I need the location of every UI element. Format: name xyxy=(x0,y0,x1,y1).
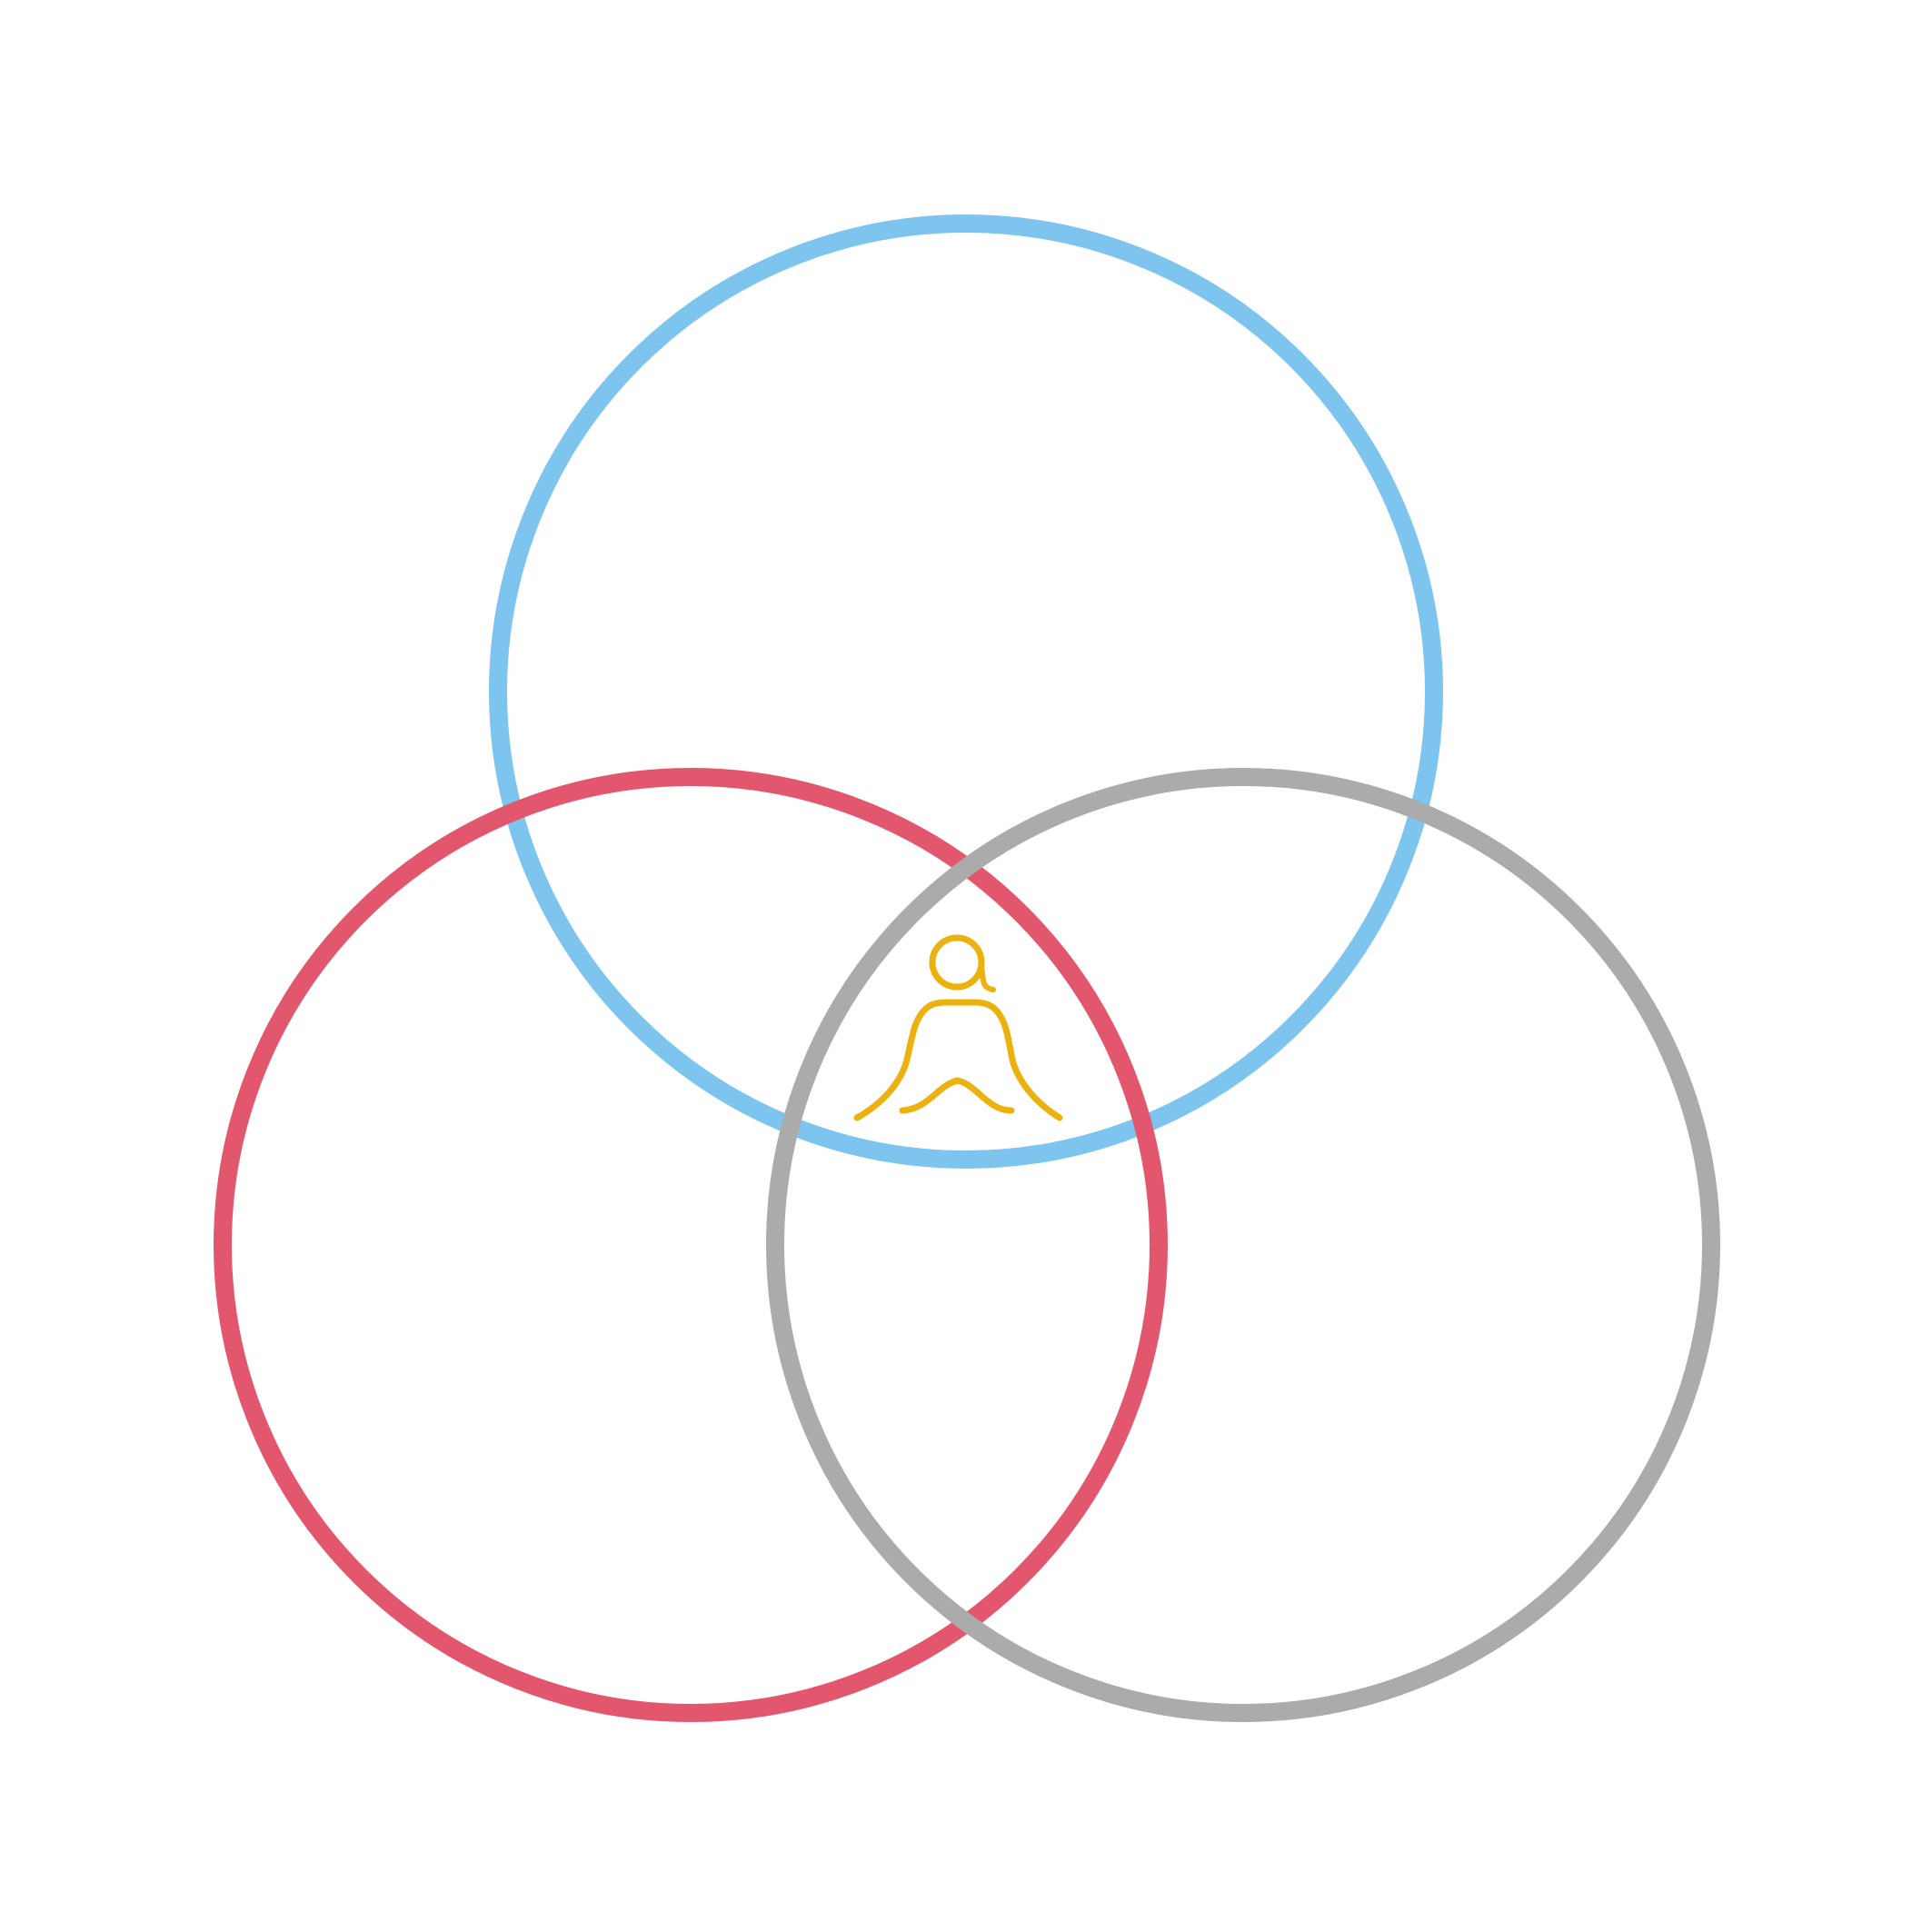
icon-head xyxy=(929,934,985,991)
circle-bottom-left xyxy=(214,768,1168,1722)
circle-top xyxy=(489,214,1443,1169)
circle-bottom-right xyxy=(766,768,1720,1722)
icon-hair-tail xyxy=(979,962,996,992)
icon-legs xyxy=(899,1077,1015,1114)
meditating-person-icon xyxy=(853,934,1063,1121)
icon-torso xyxy=(853,999,1063,1121)
